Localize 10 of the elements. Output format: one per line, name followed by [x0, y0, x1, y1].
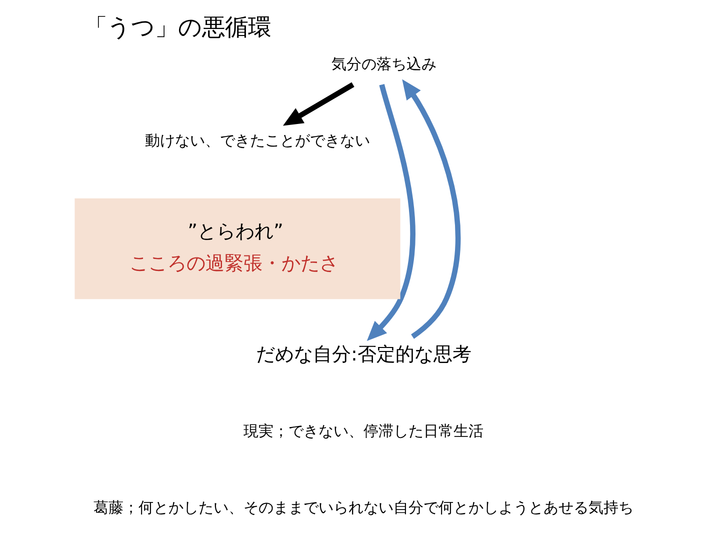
arrow [282, 82, 354, 126]
node-box: ”とらわれ” こころの過緊張・かたさ [74, 198, 400, 300]
label: 葛藤；何とかしたい、そのままでいられない自分で何とかしようとあせる気持ち [94, 500, 634, 517]
node-text: 動けない、できたことができない [145, 132, 370, 150]
label: 現実；できない、停滞した日常生活 [244, 423, 484, 440]
arrow [366, 84, 416, 342]
node-text: だめな自分:否定的な思考 [256, 344, 472, 366]
diagram-title: 「うつ」の悪循環 [84, 13, 272, 42]
arrow [402, 79, 461, 339]
node-text: 気分の落ち込み [331, 56, 436, 74]
